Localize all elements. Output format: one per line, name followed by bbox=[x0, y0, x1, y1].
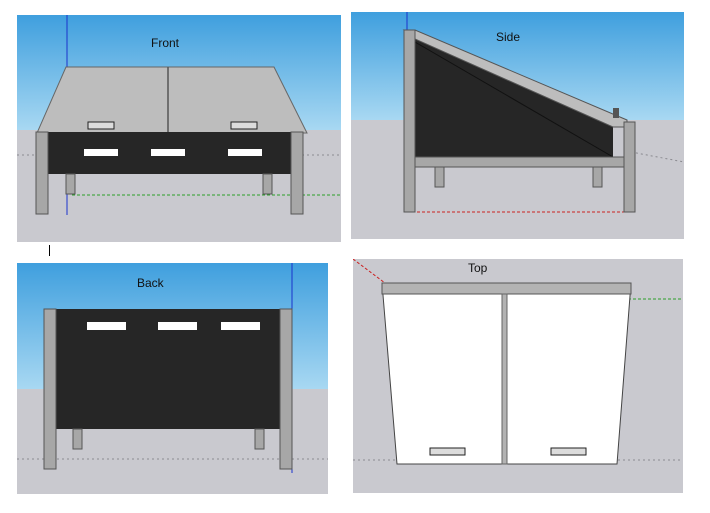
vent bbox=[87, 322, 126, 330]
back-view-label: Back bbox=[137, 276, 164, 290]
top-back-rail bbox=[381, 282, 632, 295]
leg bbox=[592, 166, 603, 188]
leg bbox=[262, 173, 273, 195]
side-view-panel: Side bbox=[351, 12, 684, 239]
front-view-label: Front bbox=[151, 36, 180, 50]
side-view-drawing bbox=[351, 12, 684, 239]
handle-right bbox=[230, 121, 258, 130]
leg bbox=[254, 428, 265, 450]
text-cursor bbox=[49, 245, 50, 256]
vent bbox=[221, 322, 260, 330]
back-view-drawing bbox=[17, 263, 328, 494]
post-left bbox=[43, 308, 57, 470]
horizon-line bbox=[630, 151, 684, 163]
handle-side bbox=[613, 108, 619, 118]
brace bbox=[414, 41, 614, 158]
lid bbox=[36, 66, 308, 134]
post-right bbox=[623, 121, 636, 213]
leg bbox=[72, 428, 83, 450]
lid-split bbox=[501, 293, 508, 465]
vent bbox=[151, 149, 185, 156]
top-view-label: Top bbox=[468, 261, 488, 275]
back-view-panel: Back bbox=[17, 263, 328, 494]
post-right bbox=[279, 308, 293, 470]
handle-left bbox=[429, 447, 466, 456]
leg bbox=[434, 166, 445, 188]
post-right bbox=[290, 131, 304, 215]
post-left bbox=[35, 131, 49, 215]
top-view-panel: Top bbox=[353, 259, 683, 493]
vent bbox=[158, 322, 197, 330]
base-rail bbox=[406, 156, 625, 168]
vent bbox=[84, 149, 118, 156]
front-view-panel: Front bbox=[17, 15, 341, 242]
front-view-drawing bbox=[17, 15, 341, 242]
vent bbox=[228, 149, 262, 156]
handle-right bbox=[550, 447, 587, 456]
side-panel bbox=[415, 37, 613, 157]
post-left bbox=[403, 29, 416, 213]
leg bbox=[65, 173, 76, 195]
handle-left bbox=[87, 121, 115, 130]
top-view-drawing bbox=[353, 259, 683, 493]
side-view-label: Side bbox=[496, 30, 521, 44]
